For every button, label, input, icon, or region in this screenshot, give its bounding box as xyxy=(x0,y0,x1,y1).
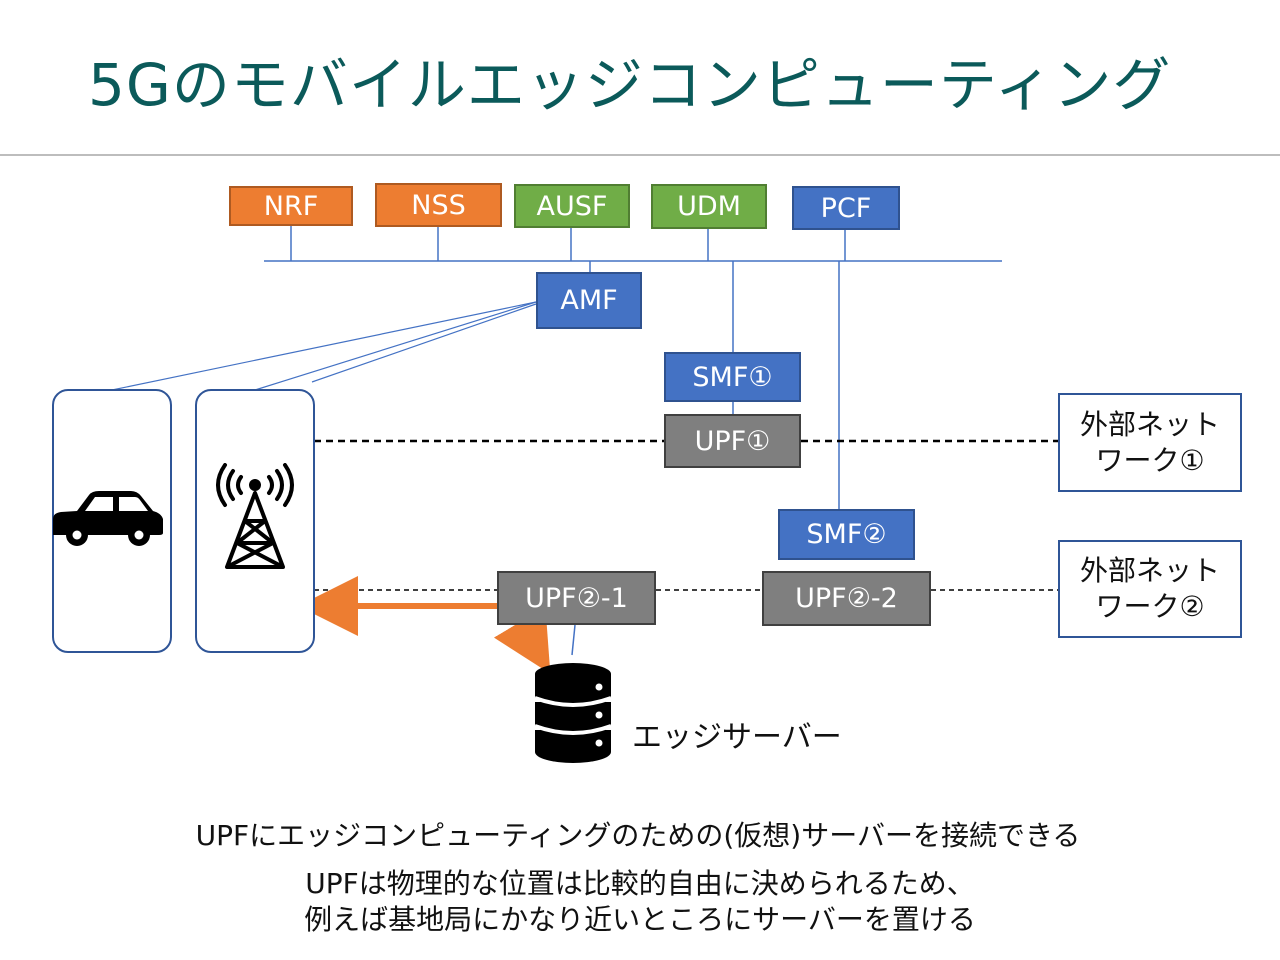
caption-line-2: UPFは物理的な位置は比較的自由に決められるため、 xyxy=(305,867,975,900)
database-server-icon xyxy=(534,663,612,763)
pcf-box: PCF xyxy=(792,186,900,230)
ausf-box: AUSF xyxy=(514,184,630,228)
external-network-1: 外部ネット ワーク① xyxy=(1058,393,1242,492)
upf21-server-link xyxy=(571,624,576,656)
antenna-tower-icon xyxy=(216,463,294,569)
smf2-box: SMF② xyxy=(778,509,915,560)
amf-antenna-link-b xyxy=(311,303,537,383)
external-network-2-line1: 外部ネット xyxy=(1079,554,1220,587)
amf-box: AMF xyxy=(536,272,642,329)
upf2-2-box: UPF②-2 xyxy=(762,571,931,626)
amf-car-link xyxy=(111,301,537,391)
nss-box: NSS xyxy=(375,183,502,227)
smf1-box: SMF① xyxy=(664,352,801,402)
upf2-1-box: UPF②-1 xyxy=(497,571,656,625)
caption-line-3: 例えば基地局にかなり近いところにサーバーを置ける xyxy=(304,903,976,936)
external-network-2: 外部ネット ワーク② xyxy=(1058,540,1242,638)
external-network-2-line2: ワーク② xyxy=(1095,590,1205,623)
edge-server-label: エッジサーバー xyxy=(632,720,842,755)
external-network-1-line2: ワーク① xyxy=(1095,443,1205,477)
udm-box: UDM xyxy=(651,184,767,229)
caption-line-1: UPFにエッジコンピューティングのための(仮想)サーバーを接続できる xyxy=(195,819,1081,852)
nrf-box: NRF xyxy=(229,186,353,226)
page-title: 5Gのモバイルエッジコンピューティング xyxy=(88,51,1172,119)
base-station-panel xyxy=(195,389,315,653)
car-icon xyxy=(53,491,163,546)
external-network-1-line1: 外部ネット xyxy=(1079,407,1220,441)
upf1-box: UPF① xyxy=(664,414,801,468)
amf-antenna-link-a xyxy=(254,301,537,391)
car-panel xyxy=(52,389,172,653)
title-divider xyxy=(0,154,1280,156)
